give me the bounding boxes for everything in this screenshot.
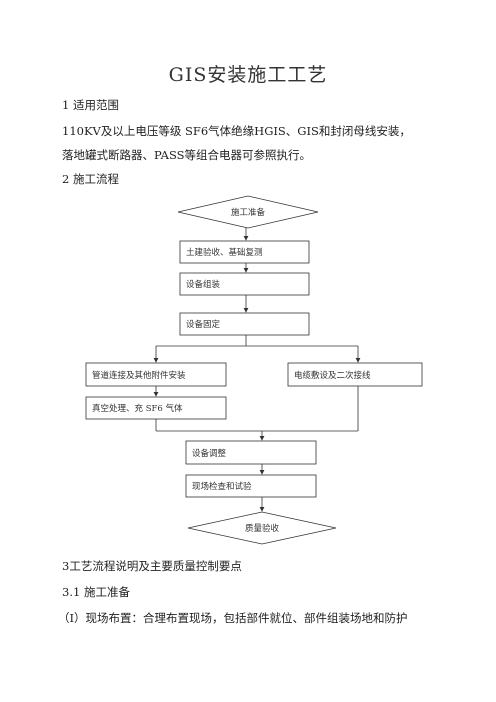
- end-label: 质量验收: [245, 523, 280, 534]
- document-title: GIS安装施工工艺: [168, 64, 328, 86]
- step3-box: [179, 312, 310, 336]
- left-branch-2-label: 真空处理、充 SF6 气体: [92, 403, 183, 414]
- section-3-1-heading: 3.1 施工准备: [62, 585, 130, 599]
- step1-label: 土建验收、基础复测: [186, 247, 263, 258]
- step3-label: 设备固定: [186, 319, 221, 330]
- step4-label: 设备调整: [192, 448, 227, 459]
- step2-label: 设备组装: [186, 279, 221, 290]
- step1-box: [179, 240, 310, 264]
- right-branch-label: 电缆敷设及二次接线: [294, 370, 371, 381]
- section-1-heading: 1 适用范围: [62, 98, 119, 112]
- left-branch-2-box: [85, 396, 227, 420]
- end-diamond: [187, 511, 337, 545]
- section-1-line-2: 落地罐式断路器、PASS等组合电器可参照执行。: [62, 148, 312, 162]
- start-diamond: [177, 195, 319, 229]
- section-3-1-item-1: （I）现场布置：合理布置现场，包括部件就位、部件组装场地和防护: [58, 611, 408, 625]
- section-1-line-1: 110KV及以上电压等级 SF6气体绝缘HGIS、GIS和封闭母线安装，: [62, 124, 411, 138]
- step4-box: [185, 440, 317, 465]
- step2-box: [179, 272, 310, 296]
- section-2-heading: 2 施工流程: [62, 172, 119, 186]
- left-branch-1-box: [85, 362, 227, 387]
- start-label: 施工准备: [231, 207, 266, 218]
- step5-box: [185, 474, 317, 498]
- step5-label: 现场检查和试验: [192, 481, 252, 492]
- left-branch-1-label: 管道连接及其他附件安装: [92, 370, 186, 381]
- section-3-heading: 3工艺流程说明及主要质量控制要点: [62, 559, 242, 573]
- right-branch-box: [287, 362, 423, 387]
- flowchart-connectors: [153, 227, 361, 512]
